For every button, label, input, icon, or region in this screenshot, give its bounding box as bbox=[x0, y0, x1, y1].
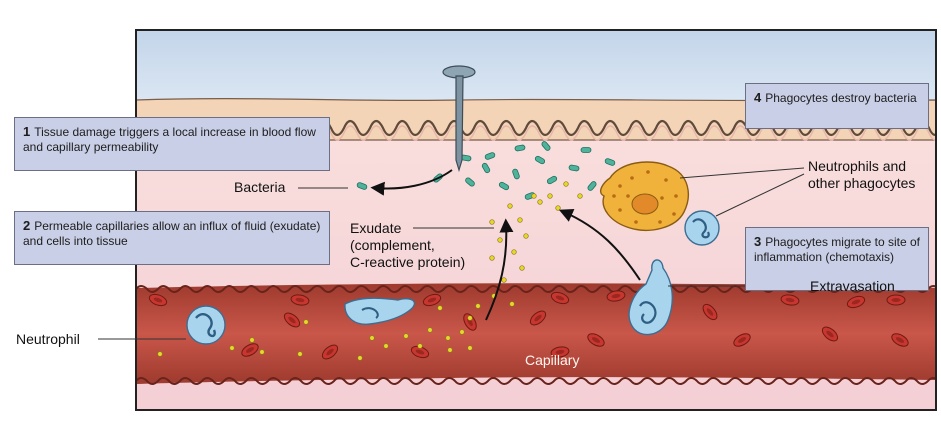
nail-icon bbox=[442, 65, 476, 173]
label-extravasation: Extravasation bbox=[810, 278, 895, 294]
step-text: Permeable capillaries allow an influx of… bbox=[23, 219, 321, 248]
step-number: 2 bbox=[23, 218, 31, 233]
capillary-vessel bbox=[136, 283, 936, 384]
step-text: Tissue damage triggers a local increase … bbox=[23, 125, 316, 154]
red-blood-cells bbox=[148, 290, 909, 360]
label-exudate: Exudate (complement, C-reactive protein) bbox=[350, 220, 465, 271]
label-neutrophil: Neutrophil bbox=[16, 331, 80, 347]
label-capillary: Capillary bbox=[525, 352, 580, 368]
step-text: Phagocytes migrate to site of inflammati… bbox=[754, 235, 920, 264]
neutrophil-cell bbox=[186, 305, 226, 345]
step-text: Phagocytes destroy bacteria bbox=[765, 91, 917, 105]
capillary-wall-bottom bbox=[136, 377, 936, 385]
capillary-wall-top bbox=[136, 285, 936, 293]
arrow-to-bacteria bbox=[370, 169, 453, 196]
label-exudate-line2: (complement, bbox=[350, 237, 435, 253]
exudate-particles bbox=[157, 181, 583, 361]
macrophage-cell bbox=[600, 161, 689, 231]
phagocyte-cell-tissue bbox=[684, 210, 720, 246]
label-neutrophils-line2: other phagocytes bbox=[808, 175, 916, 191]
label-neutrophils-line1: Neutrophils and bbox=[808, 158, 907, 174]
step-number: 1 bbox=[23, 124, 31, 139]
label-bacteria: Bacteria bbox=[234, 179, 286, 195]
leader-neutrophils-1 bbox=[679, 167, 805, 179]
label-neutrophils-phagocytes: Neutrophils and other phagocytes bbox=[808, 158, 915, 192]
label-exudate-line1: Exudate bbox=[350, 220, 402, 236]
extravasating-phagocyte bbox=[628, 259, 674, 336]
arrow-chemotaxis bbox=[558, 209, 641, 281]
step-number: 4 bbox=[754, 90, 762, 105]
leader-neutrophils-2 bbox=[715, 173, 805, 217]
step-number: 3 bbox=[754, 234, 762, 249]
label-exudate-line3: C-reactive protein) bbox=[350, 254, 466, 270]
emigrating-cell bbox=[344, 297, 416, 325]
arrow-exudate-up bbox=[485, 218, 514, 321]
